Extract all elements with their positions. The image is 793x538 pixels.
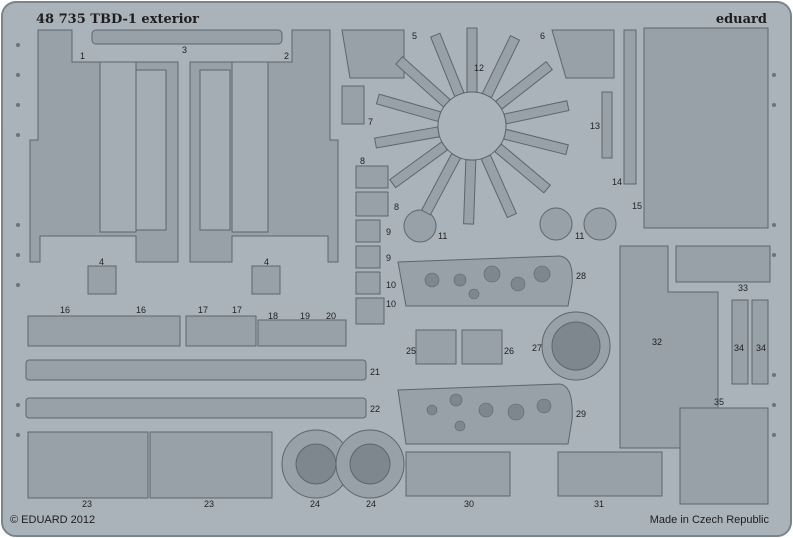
part-number: 11 xyxy=(575,231,585,241)
part-number: 7 xyxy=(368,117,374,127)
part-number: 11 xyxy=(438,231,448,241)
part-number: 18 xyxy=(268,311,279,321)
part-number: 20 xyxy=(326,311,337,321)
part-number: 28 xyxy=(576,271,587,281)
part-number: 1 xyxy=(80,51,86,61)
part-number: 35 xyxy=(714,397,725,407)
part-number: 16 xyxy=(60,305,71,315)
part-number: 15 xyxy=(632,201,643,211)
part-number: 21 xyxy=(370,367,381,377)
part-number: 10 xyxy=(386,280,397,290)
part-number: 29 xyxy=(576,409,587,419)
part-number: 4 xyxy=(99,257,105,267)
part-number: 24 xyxy=(310,499,321,509)
part-number: 14 xyxy=(612,177,623,187)
part-number: 16 xyxy=(136,305,147,315)
part-number: 9 xyxy=(386,253,392,263)
part-number: 9 xyxy=(386,227,392,237)
part-number: 12 xyxy=(474,63,485,73)
brand-logo-text: eduard xyxy=(715,12,767,27)
part-number: 26 xyxy=(504,346,515,356)
part-number: 30 xyxy=(464,499,475,509)
part-number: 27 xyxy=(532,343,543,353)
part-number: 23 xyxy=(82,499,93,509)
part-number: 24 xyxy=(366,499,377,509)
part-number: 25 xyxy=(406,346,417,356)
origin-text: Made in Czech Republic xyxy=(649,514,769,526)
part-number: 8 xyxy=(360,156,366,166)
part-number: 34 xyxy=(756,343,767,353)
part-number: 34 xyxy=(734,343,745,353)
part-number: 13 xyxy=(590,121,601,131)
part-number: 4 xyxy=(264,257,270,267)
part-number: 6 xyxy=(540,31,546,41)
part-number: 10 xyxy=(386,299,397,309)
part-number: 23 xyxy=(204,499,215,509)
part-number: 17 xyxy=(232,305,243,315)
part-number: 8 xyxy=(394,202,400,212)
part-number: 31 xyxy=(594,499,605,509)
copyright-text: © EDUARD 2012 xyxy=(10,514,96,526)
part-number: 17 xyxy=(198,305,209,315)
part-number: 33 xyxy=(738,283,749,293)
part-number: 32 xyxy=(652,337,663,347)
part-number: 2 xyxy=(284,51,290,61)
part-number: 3 xyxy=(182,45,188,55)
part-number: 22 xyxy=(370,404,381,414)
part-number: 5 xyxy=(412,31,418,41)
part-number: 19 xyxy=(300,311,311,321)
sheet-title: 48 735 TBD-1 exterior xyxy=(36,12,200,27)
